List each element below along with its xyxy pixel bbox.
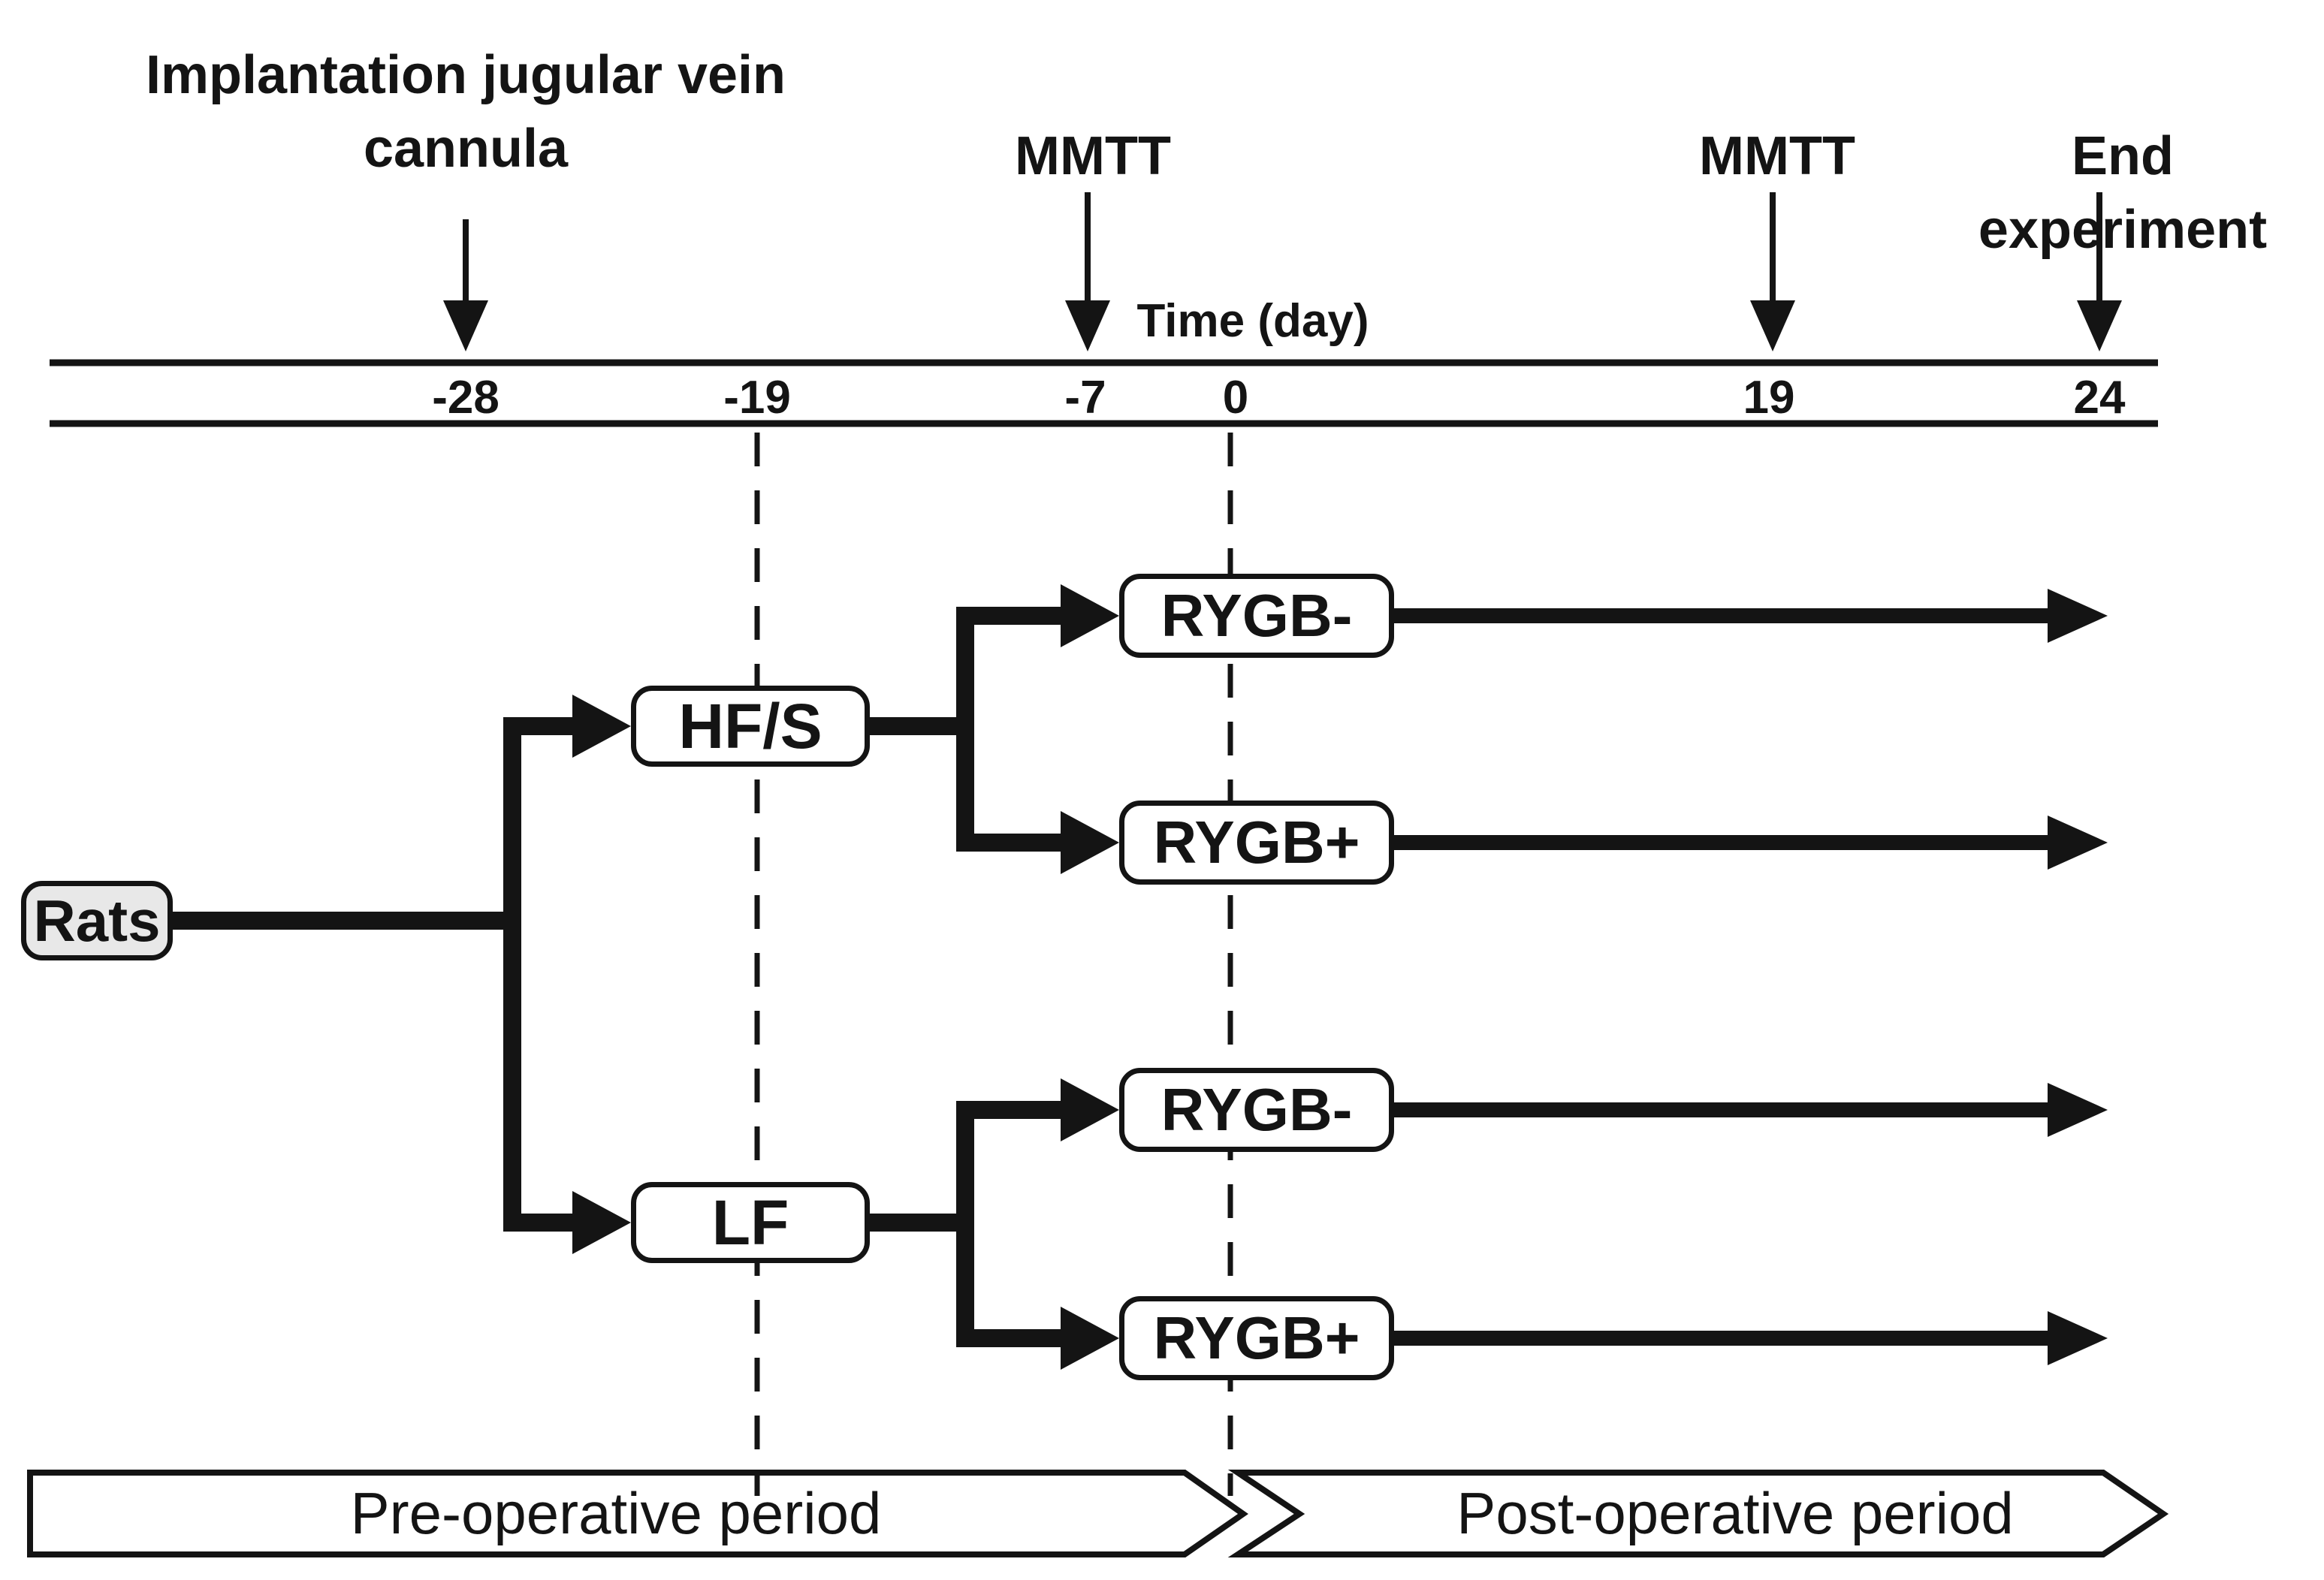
followup-arrow-rygb-plus-hfs [1393, 816, 2108, 870]
arrowhead-into-hfs [572, 695, 631, 758]
arrowhead-into-rygb-minus-hfs [1061, 584, 1119, 647]
rygb-plus-hfs-box: RYGB+ [1119, 801, 1394, 885]
implantation-label: Implantation jugular vein cannula [145, 45, 786, 179]
time-axis-label: Time (day) [1136, 295, 1369, 347]
arrowhead-into-rygb-minus-lf [1061, 1078, 1119, 1141]
arrowhead-into-rygb-plus-lf [1061, 1307, 1119, 1370]
rats-box-label: Rats [33, 887, 161, 954]
mmtt-post-arrow [1750, 192, 1795, 351]
mmtt-post-label: MMTT [1699, 126, 1855, 186]
lf-box-label: LF [711, 1187, 789, 1258]
connector-hfs-to-surgery-branch [865, 607, 1064, 852]
rygb-minus-lf-box: RYGB- [1119, 1068, 1394, 1152]
connector-rats-to-diet-branch [170, 717, 575, 1232]
hfs-box-label: HF/S [678, 690, 822, 761]
followup-arrow-rygb-minus-hfs [1393, 589, 2108, 643]
hfs-box: HF/S [631, 686, 870, 767]
tick-day-24: 24 [2073, 372, 2126, 424]
rygb-minus-hfs-label: RYGB- [1160, 582, 1353, 649]
rats-box: Rats [21, 881, 173, 960]
end-experiment-label: End experiment [1978, 126, 2268, 260]
tick-day-minus28: -28 [432, 372, 500, 424]
arrowhead-into-lf [572, 1191, 631, 1254]
mmtt-pre-label: MMTT [1015, 126, 1171, 186]
rygb-minus-hfs-box: RYGB- [1119, 574, 1394, 658]
pre-operative-label: Pre-operative period [350, 1480, 882, 1546]
followup-arrow-rygb-minus-lf [1393, 1083, 2108, 1137]
followup-arrow-rygb-plus-lf [1393, 1311, 2108, 1365]
mmtt-pre-arrow [1065, 192, 1110, 351]
tick-day-19: 19 [1743, 372, 1795, 424]
tick-day-0: 0 [1222, 372, 1249, 424]
tick-day-minus19: -19 [723, 372, 791, 424]
rygb-plus-hfs-label: RYGB+ [1153, 809, 1360, 876]
rygb-plus-lf-label: RYGB+ [1153, 1304, 1360, 1371]
tick-day-minus7: -7 [1064, 372, 1106, 424]
implantation-arrow [443, 219, 488, 351]
post-operative-label: Post-operative period [1456, 1480, 2014, 1546]
end-experiment-arrow [2077, 192, 2122, 351]
lf-box: LF [631, 1182, 870, 1263]
pre-operative-banner [27, 1470, 1248, 1557]
connector-lf-to-surgery-branch [865, 1101, 1064, 1347]
rygb-minus-lf-label: RYGB- [1160, 1076, 1353, 1143]
arrowhead-into-rygb-plus-hfs [1061, 811, 1119, 874]
rygb-plus-lf-box: RYGB+ [1119, 1296, 1394, 1380]
post-operative-banner [1227, 1470, 2169, 1557]
